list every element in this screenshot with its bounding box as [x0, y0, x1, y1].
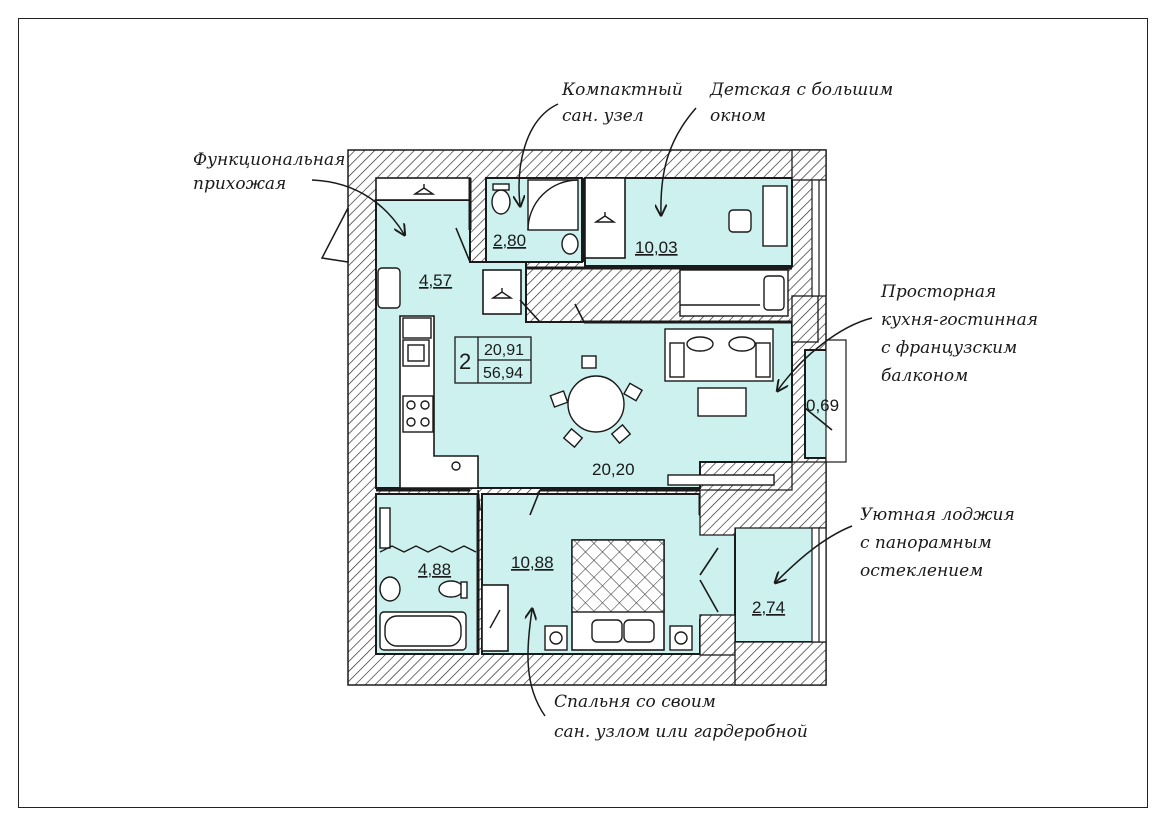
chair	[622, 382, 644, 402]
wash-basin	[379, 576, 401, 602]
chair	[581, 355, 597, 369]
sofa-arm-right	[755, 342, 771, 378]
lamp	[549, 631, 563, 645]
stove	[402, 395, 434, 433]
kitchen-note-1: Просторная	[880, 282, 996, 302]
annotations: Функциональная прихожая Компактный сан. …	[193, 80, 1038, 742]
bathtub-inner	[384, 615, 462, 647]
hanger-icon	[490, 288, 514, 299]
bedroom-note-1: Спальня со своим	[554, 692, 716, 712]
bath-note-1: Компактный	[561, 80, 683, 100]
rooms-count: 2	[459, 349, 471, 374]
bath-note-2: сан. узел	[562, 106, 644, 126]
lamp	[674, 631, 688, 645]
toilet-tank	[492, 183, 510, 191]
kids-note-1: Детская с большим	[709, 80, 893, 100]
mirror-icon	[489, 609, 501, 629]
kitchen-note-4: балконом	[881, 366, 968, 386]
desk-chair	[728, 209, 752, 233]
hall-bench	[377, 267, 401, 309]
loggia-area: 2,74	[752, 598, 785, 617]
bed	[571, 539, 665, 613]
burner	[420, 417, 430, 427]
kitchen-grill-lines	[402, 317, 432, 339]
apartment-badge	[454, 336, 532, 384]
living-area: 20,91	[484, 342, 524, 359]
arrow-icon	[311, 179, 404, 234]
hall-note-2: прихожая	[193, 174, 286, 194]
arrow-icon	[528, 610, 546, 717]
basin	[561, 233, 579, 255]
shower-tray	[527, 179, 579, 231]
loggia-floor	[734, 525, 814, 643]
kids-note-2: окном	[710, 106, 766, 126]
arrow-icon	[776, 525, 853, 582]
hanger-icon	[412, 184, 436, 195]
kitchen-note-2: кухня-гостинная	[881, 310, 1038, 330]
annotation-arrows	[311, 103, 873, 717]
large-bath-area: 4,88	[418, 560, 451, 579]
interior-doors	[455, 227, 833, 613]
kitchen-note-3: с французским	[881, 338, 1017, 358]
chair	[610, 423, 632, 445]
loggia-note-2: с панорамным	[860, 533, 992, 553]
arrow-icon	[661, 107, 697, 214]
drawing-frame	[18, 18, 1148, 808]
dining-table	[567, 375, 625, 433]
entrance-door[interactable]	[320, 207, 349, 263]
toilet	[491, 189, 511, 215]
kids-area: 10,03	[635, 238, 678, 257]
partitions	[376, 178, 792, 654]
shower-arc	[527, 179, 579, 231]
chair	[562, 427, 584, 449]
coffee-table	[697, 387, 747, 417]
windows	[811, 179, 847, 643]
total-area: 56,94	[483, 365, 523, 382]
chair	[549, 390, 569, 408]
bedroom-area: 10,88	[511, 553, 554, 572]
pillow	[623, 619, 655, 643]
hanger-icon	[593, 212, 617, 223]
towel-rail	[379, 507, 391, 549]
curtain	[379, 545, 477, 553]
tv-console	[667, 474, 775, 486]
interior-wall-blocks	[699, 149, 827, 686]
kids-pillow	[763, 275, 785, 311]
cushion	[728, 336, 756, 352]
pillow	[591, 619, 623, 643]
hall-area: 4,57	[419, 271, 452, 290]
desk	[762, 185, 788, 247]
balcony-area: 0,69	[806, 396, 839, 415]
sink-corner-icon	[451, 461, 461, 471]
furniture	[377, 179, 789, 651]
sofa-arm-left	[669, 342, 685, 378]
burner	[406, 400, 416, 410]
area-labels: 4,57 2,80 10,03 20,20 0,69 4,88 10,88 2,…	[418, 231, 839, 617]
sink-basin	[407, 344, 425, 362]
burner	[420, 400, 430, 410]
toilet-large-tank	[460, 581, 468, 599]
toilet-large	[438, 580, 464, 598]
kitchen-area: 20,20	[592, 460, 635, 479]
arrow-icon	[519, 103, 559, 205]
small-bath-area: 2,80	[493, 231, 526, 250]
burner	[406, 417, 416, 427]
cushion	[686, 336, 714, 352]
arrow-icon	[778, 317, 873, 390]
hall-note-1: Функциональная	[193, 150, 345, 170]
loggia-note-1: Уютная лоджия	[860, 505, 1015, 525]
bedroom-note-2: сан. узлом или гардеробной	[554, 722, 808, 742]
loggia-note-3: остеклением	[860, 561, 983, 581]
